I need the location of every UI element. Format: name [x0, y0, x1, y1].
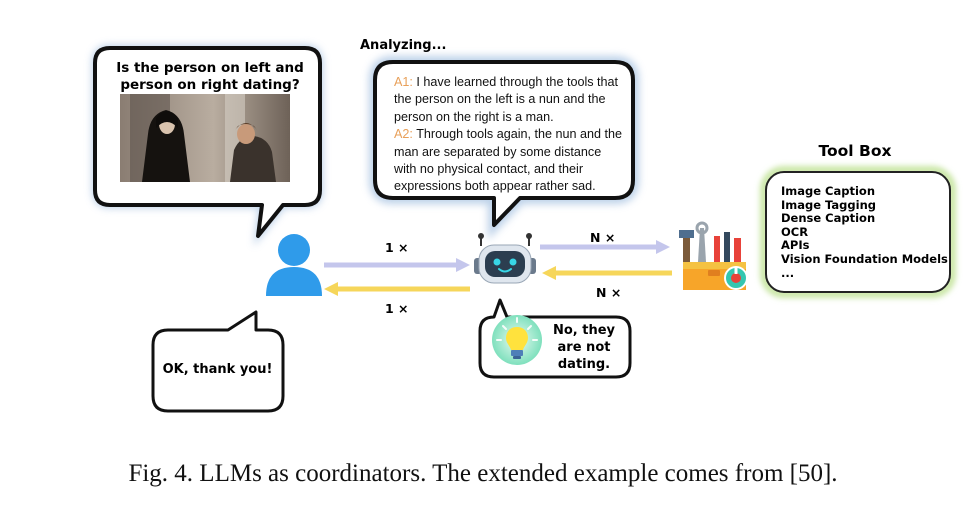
arrow-user-to-llm	[324, 258, 470, 272]
toolbox-icon	[679, 221, 748, 290]
edge-label-llm-to-tools: N ×	[590, 230, 616, 245]
a2-text: Through tools again, the nun and the man…	[394, 127, 623, 194]
analysis-bubble	[369, 56, 639, 240]
robot-icon	[474, 233, 536, 284]
arrow-llm-to-tools	[540, 240, 670, 254]
edge-label-llm-to-user: 1 ×	[385, 301, 409, 316]
answer-text: No, they are not dating.	[552, 323, 616, 372]
a2-label: A2:	[394, 127, 413, 142]
a1-label: A1:	[394, 75, 413, 89]
edge-label-user-to-llm: 1 ×	[385, 240, 409, 255]
arrow-llm-to-user	[324, 282, 470, 296]
toolbox-panel	[760, 166, 956, 298]
tool-item: APIs	[781, 238, 810, 253]
lightbulb-icon	[492, 315, 542, 365]
scene-photo	[120, 94, 290, 182]
analysis-text: A1: I have learned through the tools tha…	[394, 74, 626, 196]
person-icon	[266, 234, 322, 296]
tool-item: Dense Caption	[781, 211, 876, 226]
figure-caption: Fig. 4. LLMs as coordinators. The extend…	[128, 460, 838, 487]
tool-item: Image Tagging	[781, 197, 877, 212]
user-reply-text: OK, thank you!	[162, 362, 273, 377]
arrow-tools-to-llm	[542, 266, 672, 280]
user-reply-bubble	[151, 310, 285, 413]
tool-item: Vision Foundation Models	[781, 251, 948, 266]
tool-list: Image Caption Image Tagging Dense Captio…	[781, 184, 948, 280]
analyzing-label: Analyzing...	[360, 38, 447, 53]
tool-item: Image Caption	[781, 184, 876, 198]
a1-text: I have learned through the tools that th…	[394, 75, 619, 124]
question-text: Is the person on left and person on righ…	[116, 60, 304, 93]
tool-item: OCR	[781, 224, 809, 239]
edge-label-tools-to-llm: N ×	[596, 285, 622, 300]
toolbox-title: Tool Box	[818, 142, 892, 160]
tool-item: ...	[781, 265, 795, 280]
